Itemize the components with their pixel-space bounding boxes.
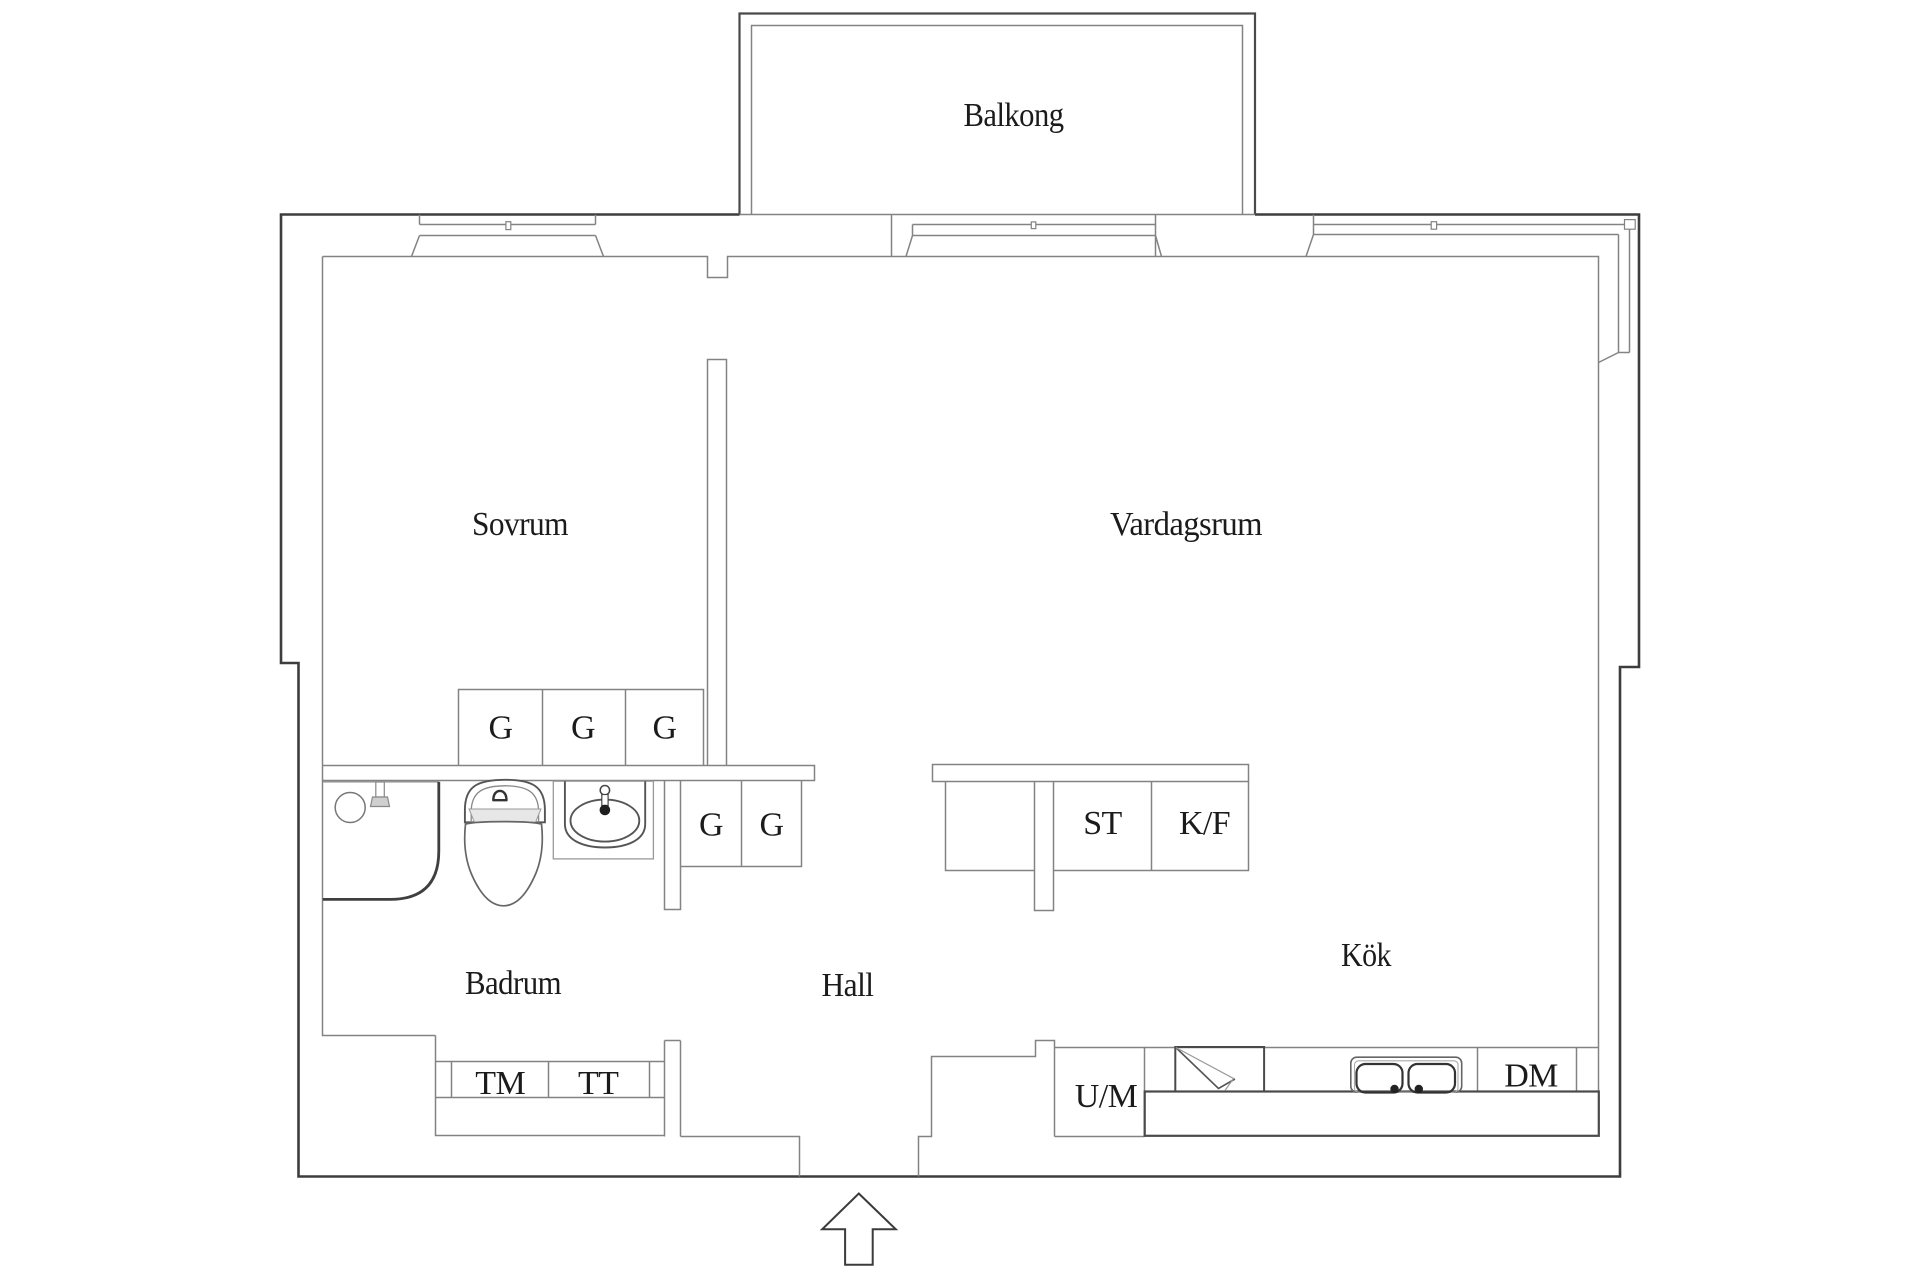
svg-text:G: G: [571, 710, 595, 747]
svg-text:Sovrum: Sovrum: [472, 506, 568, 543]
svg-text:TT: TT: [578, 1065, 619, 1102]
svg-text:Badrum: Badrum: [465, 965, 561, 1002]
svg-text:G: G: [760, 807, 784, 844]
svg-text:Hall: Hall: [822, 967, 874, 1004]
svg-text:DM: DM: [1504, 1058, 1558, 1095]
svg-text:ST: ST: [1083, 805, 1122, 842]
svg-text:G: G: [699, 807, 723, 844]
svg-text:G: G: [653, 710, 677, 747]
svg-text:Kök: Kök: [1341, 937, 1392, 974]
svg-text:TM: TM: [475, 1065, 525, 1102]
svg-text:Balkong: Balkong: [964, 97, 1065, 134]
svg-text:G: G: [489, 710, 513, 747]
svg-text:U/M: U/M: [1075, 1078, 1138, 1115]
svg-text:K/F: K/F: [1179, 805, 1230, 842]
svg-text:Vardagsrum: Vardagsrum: [1110, 506, 1262, 543]
